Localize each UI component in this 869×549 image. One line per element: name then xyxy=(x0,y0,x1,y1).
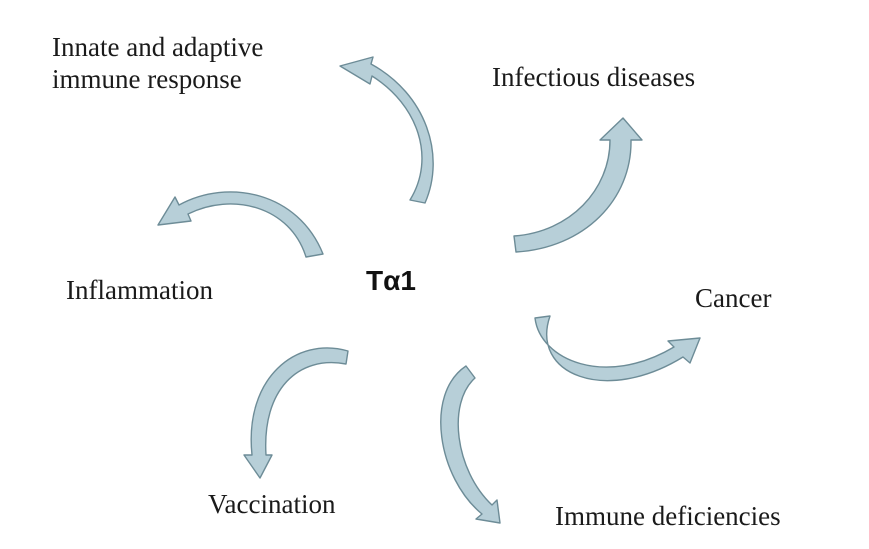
label-infectious-diseases: Infectious diseases xyxy=(492,62,696,92)
arrow-to-cancer xyxy=(534,315,701,382)
arrow-to-innate-immune-response xyxy=(339,56,434,204)
label-vaccination: Vaccination xyxy=(208,489,336,519)
arrow-to-immune-deficiencies xyxy=(440,365,501,524)
label-immune-deficiencies: Immune deficiencies xyxy=(555,501,781,531)
label-inflammation: Inflammation xyxy=(66,275,213,305)
label-innate-adaptive-immune-response: Innate and adaptive immune response xyxy=(52,32,263,96)
label-innate-line-1: Innate and adaptive immune response xyxy=(52,32,264,94)
arrow-to-vaccination xyxy=(243,347,349,479)
arrow-to-infectious-diseases xyxy=(513,117,643,253)
arrow-to-inflammation xyxy=(157,191,324,258)
center-label-thymosin-alpha-1: Tα1 xyxy=(366,265,416,296)
label-cancer: Cancer xyxy=(695,283,772,313)
